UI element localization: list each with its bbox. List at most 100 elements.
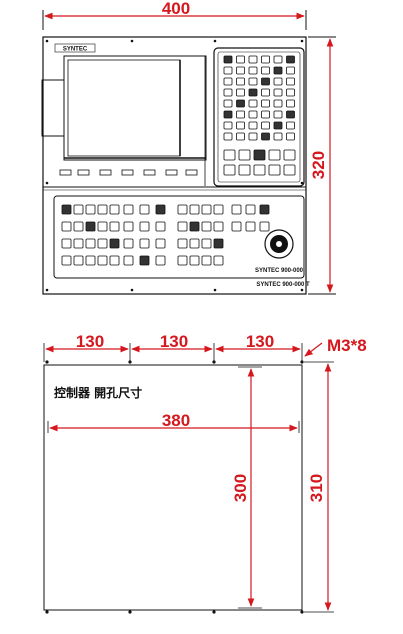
keypad-key — [223, 66, 233, 75]
keypad-key — [248, 132, 258, 141]
brand-label: SYNTEC — [63, 47, 88, 53]
operation-key — [61, 221, 72, 232]
keypad-key — [236, 66, 245, 75]
height-dimension: 320 — [308, 36, 336, 295]
operation-key — [201, 255, 212, 266]
keypad-key-large — [223, 164, 236, 176]
keypad-key — [236, 121, 245, 130]
keypad-key — [248, 77, 258, 86]
keypad-key — [286, 121, 295, 130]
operation-key — [97, 204, 108, 215]
screen — [41, 55, 207, 186]
keypad-key — [273, 132, 283, 141]
keypad-key — [286, 99, 295, 108]
keypad-key — [248, 66, 258, 75]
spacing-2-text: 130 — [160, 332, 188, 351]
keypad-key — [223, 88, 233, 97]
keypad-key — [223, 55, 233, 64]
keypad-key — [261, 66, 270, 75]
panel-outline — [42, 36, 307, 295]
soft-keys — [59, 169, 198, 176]
keypad-key-large — [253, 164, 266, 176]
operation-key — [189, 238, 200, 249]
keypad-key-large — [253, 149, 266, 161]
outer-height-text: 310 — [307, 474, 326, 502]
keypad-key — [261, 88, 270, 97]
cutout-outline — [43, 364, 303, 611]
keypad-key — [236, 132, 245, 141]
keypad-key — [261, 110, 270, 119]
operation-key — [97, 255, 108, 266]
width-dimension-text: 400 — [162, 0, 190, 18]
keypad-key — [261, 132, 270, 141]
operation-key — [177, 255, 188, 266]
operation-key — [155, 221, 166, 232]
cutout-title: 控制器 開孔尺寸 — [54, 385, 142, 400]
top-view: 400 320 SYNTEC — [41, 0, 336, 295]
keypad-key-large — [268, 164, 281, 176]
panel-holes — [45, 39, 304, 292]
operation-key — [213, 204, 224, 215]
keypad-key — [273, 55, 283, 64]
operation-key — [139, 255, 150, 266]
keypad-key — [236, 99, 245, 108]
operation-key — [109, 255, 120, 266]
keypad-key — [248, 88, 258, 97]
keypad-key — [236, 110, 245, 119]
keypad-key — [261, 121, 270, 130]
cutout-holes — [45, 360, 304, 614]
operation-key — [61, 204, 72, 215]
keypad-key — [236, 55, 245, 64]
operation-key — [139, 238, 150, 249]
keypad-key — [248, 110, 258, 119]
keypad-key — [273, 88, 283, 97]
spacing-dimensions: 130 130 130 — [43, 332, 303, 362]
operation-key — [231, 221, 242, 232]
operation-key — [61, 255, 72, 266]
keypad-key-large — [223, 149, 236, 161]
keypad-key — [248, 121, 258, 130]
keypad-key — [223, 132, 233, 141]
operation-key — [85, 238, 96, 249]
keypad-key — [223, 121, 233, 130]
operation-key — [177, 221, 188, 232]
keypad-key — [236, 77, 245, 86]
spacing-1-text: 130 — [76, 332, 104, 351]
operation-key — [85, 221, 96, 232]
operation-key — [109, 238, 120, 249]
operation-key — [85, 255, 96, 266]
operation-key — [177, 238, 188, 249]
keypad-key — [248, 55, 258, 64]
operation-key — [189, 204, 200, 215]
operation-key — [123, 204, 134, 215]
keypad-key — [223, 110, 233, 119]
operation-key — [61, 238, 72, 249]
keypad-key — [223, 77, 233, 86]
keypad-key — [236, 88, 245, 97]
operation-key — [109, 221, 120, 232]
keypad-key — [273, 99, 283, 108]
spacing-3-text: 130 — [246, 332, 274, 351]
operation-key — [245, 221, 256, 232]
keypad-key — [286, 66, 295, 75]
operation-key — [177, 204, 188, 215]
inner-height-text: 300 — [231, 474, 250, 502]
model-label: SYNTEC 900-000 — [255, 268, 304, 274]
keypad-key — [286, 110, 295, 119]
operation-key — [123, 238, 134, 249]
operation-key — [155, 255, 166, 266]
operation-key — [155, 238, 166, 249]
operation-key — [85, 204, 96, 215]
operation-key — [213, 221, 224, 232]
operation-key — [259, 204, 270, 215]
operation-key — [213, 238, 224, 249]
keypad-key — [273, 66, 283, 75]
operation-key — [201, 238, 212, 249]
operation-key — [73, 221, 84, 232]
keypad-key — [273, 77, 283, 86]
operation-key — [231, 204, 242, 215]
operation-key — [201, 221, 212, 232]
operation-key — [73, 255, 84, 266]
operation-key — [213, 255, 224, 266]
